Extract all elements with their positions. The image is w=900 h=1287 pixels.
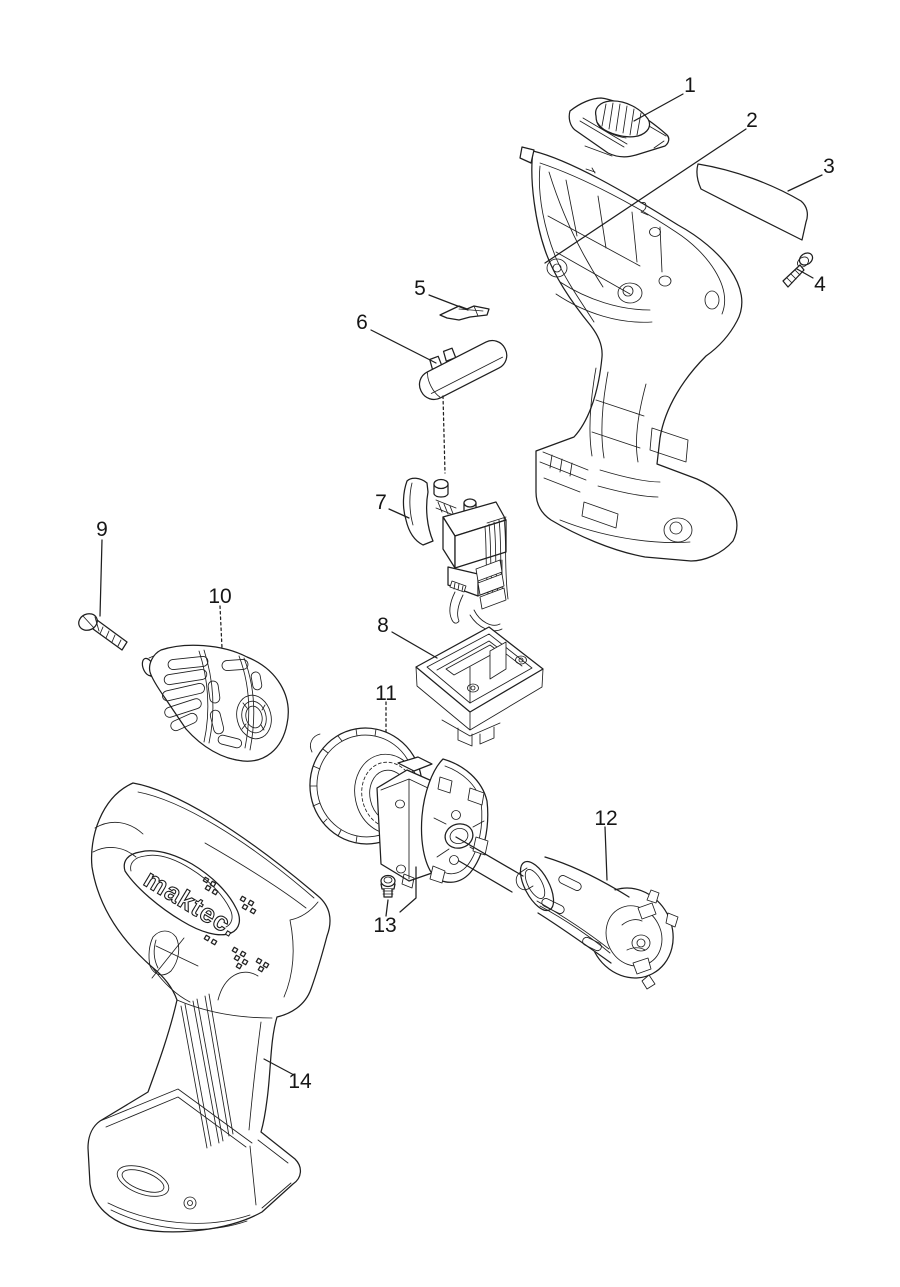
part-10-chuck-drawing: [141, 644, 289, 762]
leader-line-13: [399, 866, 417, 913]
part-label-1: 1: [684, 74, 696, 97]
part-7-switch-drawing: [402, 477, 509, 632]
leader-line-10: [219, 605, 223, 649]
part-label-4: 4: [814, 273, 826, 296]
part-11-gear-assembly-drawing: [309, 727, 489, 889]
part-label-14: 14: [288, 1070, 312, 1093]
assembly-line-11-12: [455, 836, 524, 877]
leader-line-7: [388, 508, 410, 519]
assembly-line-6-7: [442, 395, 446, 474]
leader-line-13: [385, 899, 389, 917]
part-label-10: 10: [208, 585, 232, 608]
part-4-screw-drawing: [782, 252, 814, 288]
part-3-label-drawing: [696, 163, 808, 241]
leader-line-4: [796, 268, 814, 279]
part-label-7: 7: [375, 491, 387, 514]
part-13-screw-drawing: [380, 874, 396, 898]
leader-line-12: [604, 826, 608, 881]
part-label-6: 6: [356, 311, 368, 334]
part-label-3: 3: [823, 155, 835, 178]
part-label-8: 8: [377, 614, 389, 637]
part-label-2: 2: [746, 109, 758, 132]
leader-line-1: [633, 93, 684, 122]
assembly-line-11-12: [458, 860, 513, 893]
part-14-housing-left-drawing: maktec.: [87, 782, 331, 1233]
leader-line-8: [391, 631, 438, 659]
part-label-13: 13: [373, 914, 397, 937]
leader-line-3: [787, 174, 823, 192]
leader-line-14: [263, 1058, 295, 1076]
leader-line-9: [99, 539, 103, 617]
leader-line-6: [370, 329, 437, 364]
leader-line-5: [428, 294, 469, 311]
leader-lines: [99, 93, 823, 1076]
part-label-12: 12: [594, 807, 618, 830]
part-1-slide-button-drawing: [568, 97, 670, 158]
part-label-5: 5: [414, 277, 426, 300]
part-6-trigger-bar-drawing: [418, 339, 508, 401]
part-12-motor-drawing: [515, 856, 679, 990]
part-9-screw-drawing: [78, 613, 128, 651]
part-label-11: 11: [375, 682, 397, 705]
part-label-9: 9: [96, 518, 108, 541]
part-2-housing-right-drawing: [519, 146, 743, 562]
part-8-holder-tray-drawing: [415, 626, 544, 747]
grip-dots: [202, 876, 270, 973]
leader-line-2: [544, 128, 747, 264]
